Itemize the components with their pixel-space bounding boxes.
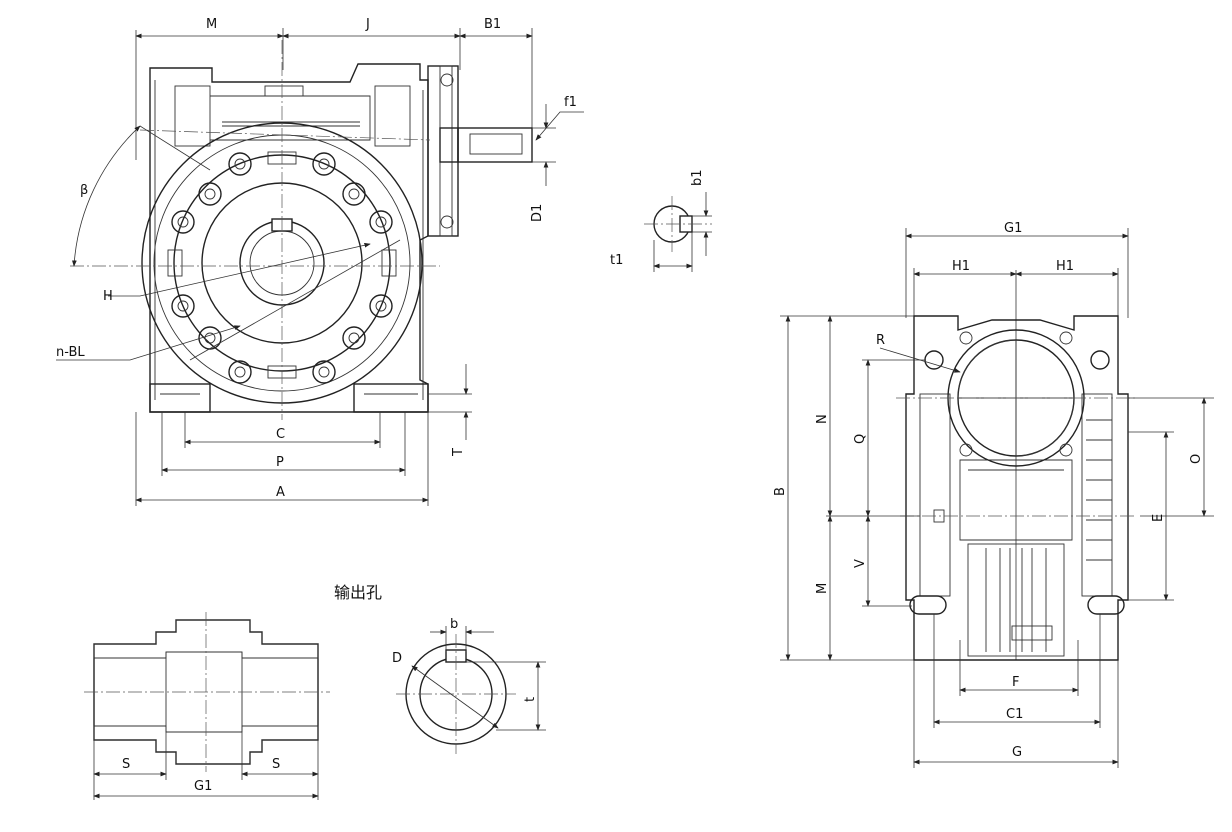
output-bore-title: 输出孔 xyxy=(334,583,382,602)
dim-label-G1-side: G1 xyxy=(1004,221,1022,236)
angle-label-beta: β xyxy=(80,183,88,198)
dim-label-f1: f1 xyxy=(564,95,577,110)
dim-label-S-right: S xyxy=(272,757,280,772)
dim-label-G: G xyxy=(1012,745,1022,760)
dim-label-H1-right: H1 xyxy=(1056,259,1074,274)
dim-label-b1: b1 xyxy=(690,169,705,186)
dim-label-t: t xyxy=(523,697,538,702)
dim-label-M: M xyxy=(206,17,217,32)
dim-label-V: V xyxy=(853,559,868,568)
output-bore-section: 输出孔 S S G1 D b t xyxy=(84,583,546,800)
dim-label-t1: t1 xyxy=(610,253,623,268)
dim-label-G1-bore: G1 xyxy=(194,779,212,794)
dim-label-H1-left: H1 xyxy=(952,259,970,274)
dim-label-E: E xyxy=(1151,514,1166,522)
flange-fins xyxy=(967,543,1065,657)
dim-label-B1: B1 xyxy=(484,17,501,32)
dim-label-O: O xyxy=(1189,454,1204,464)
dim-label-P: P xyxy=(276,455,284,470)
bolt-holes-front xyxy=(171,152,393,384)
dim-label-T: T xyxy=(451,448,466,457)
dim-label-J: J xyxy=(365,17,370,32)
front-view: M J B1 f1 D1 β H n-BL C P A T xyxy=(56,17,584,506)
dim-label-D: D xyxy=(392,651,402,666)
dim-label-A: A xyxy=(276,485,285,500)
dim-label-b: b xyxy=(450,617,458,632)
dim-label-C: C xyxy=(276,427,285,442)
dim-label-M-side: M xyxy=(815,583,830,594)
dim-label-n-BL: n-BL xyxy=(56,345,85,360)
dim-label-B: B xyxy=(773,487,788,496)
dim-label-Q: Q xyxy=(853,434,868,444)
side-view: G1 H1 H1 R B N Q M V O E F C1 G xyxy=(773,221,1214,768)
dim-label-D1: D1 xyxy=(530,204,545,222)
input-key-detail: b1 t1 xyxy=(610,169,712,272)
dim-label-F: F xyxy=(1012,675,1019,690)
dim-label-S-left: S xyxy=(122,757,130,772)
dim-label-N: N xyxy=(815,414,830,424)
dim-label-R: R xyxy=(876,333,885,348)
dim-label-H: H xyxy=(103,289,113,304)
side-ribs xyxy=(1086,419,1112,561)
dim-label-C1: C1 xyxy=(1006,707,1023,722)
